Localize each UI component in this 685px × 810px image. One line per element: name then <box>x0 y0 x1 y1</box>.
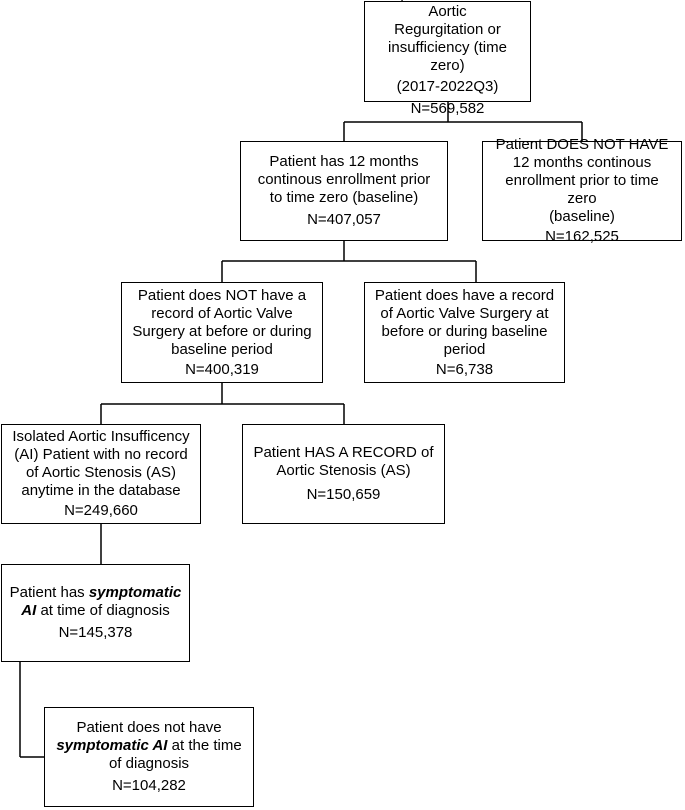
has-enrollment-line-1: Patient has 12 months <box>269 153 419 170</box>
isolated-ai-count: N=249,660 <box>64 502 138 519</box>
symptomatic-line-2: AI at time of diagnosis <box>21 602 169 620</box>
box-no-surgery: Patient does NOT have a record of Aortic… <box>121 282 323 383</box>
has-as-count: N=150,659 <box>306 486 381 503</box>
not-symptomatic-count: N=104,282 <box>112 777 186 794</box>
symptomatic-suffix: at time of diagnosis <box>36 602 170 619</box>
symptomatic-ai-emphasis: AI <box>21 602 37 619</box>
has-surgery-count: N=6,738 <box>435 360 494 378</box>
has-enrollment-count: N=407,057 <box>307 211 381 228</box>
optum-count: N=569,582 <box>410 100 485 117</box>
box-not-symptomatic-ai: Patient does not have symptomatic AI at … <box>44 707 254 807</box>
has-surgery-line-1: Patient does have a record <box>374 286 555 304</box>
not-symptomatic-line-3: of diagnosis <box>108 755 190 772</box>
no-enrollment-count: N=162,525 <box>545 228 619 245</box>
box-optum-first-dx: Optum First Dx of Aortic Regurgitation o… <box>364 0 531 117</box>
optum-line-2: Regurgitation or <box>394 21 501 38</box>
symptomatic-line-1: Patient has symptomatic <box>10 584 182 602</box>
not-symptomatic-line-2: symptomatic AI at the time <box>56 737 241 755</box>
no-surgery-line-4: baseline period <box>171 340 273 358</box>
has-as-line-1: Patient HAS A RECORD of <box>253 444 434 461</box>
not-symptomatic-suffix: at the time <box>167 737 242 754</box>
has-surgery-line-3: before or during baseline <box>381 322 548 340</box>
no-enrollment-line-4: (baseline) <box>549 208 615 225</box>
box-isolated-ai: Isolated Aortic Insufficency (AI) Patien… <box>1 424 201 524</box>
no-surgery-line-2: record of Aortic Valve <box>151 304 293 322</box>
box-has-as: Patient HAS A RECORD of Aortic Stenosis … <box>242 424 445 524</box>
no-surgery-line-1: Patient does NOT have a <box>137 286 307 304</box>
isolated-ai-line-2: (AI) Patient with no record <box>14 446 188 463</box>
no-enrollment-line-3: enrollment prior to time zero <box>505 172 659 207</box>
has-surgery-line-2: of Aortic Valve Surgery at <box>380 304 549 322</box>
optum-line-3: insufficiency (time zero) <box>388 39 507 74</box>
no-surgery-count: N=400,319 <box>185 360 259 378</box>
symptomatic-prefix: Patient has <box>9 584 89 601</box>
has-surgery-line-4: period <box>443 340 486 358</box>
not-symptomatic-line-1: Patient does not have <box>76 719 222 736</box>
optum-period: (2017-2022Q3) <box>396 78 499 95</box>
no-surgery-line-3: Surgery at before or during <box>132 322 312 340</box>
no-enrollment-line-1: Patient DOES NOT HAVE <box>495 136 669 153</box>
symptomatic-count: N=145,378 <box>58 624 133 641</box>
box-no-enrollment: Patient DOES NOT HAVE 12 months continou… <box>482 136 682 245</box>
optum-line-1: Optum First Dx of Aortic <box>389 0 507 20</box>
no-enrollment-line-2: 12 months continous <box>512 154 652 171</box>
not-symptomatic-emphasis: symptomatic AI <box>56 737 168 754</box>
symptomatic-emphasis: symptomatic <box>88 584 182 601</box>
box-symptomatic-ai: Patient has symptomatic AI at time of di… <box>1 564 190 662</box>
box-has-surgery: Patient does have a record of Aortic Val… <box>364 282 565 383</box>
box-has-enrollment: Patient has 12 months continous enrollme… <box>240 141 448 241</box>
has-as-line-2: Aortic Stenosis (AS) <box>276 462 411 479</box>
has-enrollment-line-2: continous enrollment prior <box>257 171 431 188</box>
isolated-ai-line-3: of Aortic Stenosis (AS) <box>25 464 177 481</box>
has-enrollment-line-3: to time zero (baseline) <box>269 189 419 206</box>
isolated-ai-line-4: anytime in the database <box>21 482 181 499</box>
isolated-ai-line-1: Isolated Aortic Insufficency <box>12 428 190 445</box>
